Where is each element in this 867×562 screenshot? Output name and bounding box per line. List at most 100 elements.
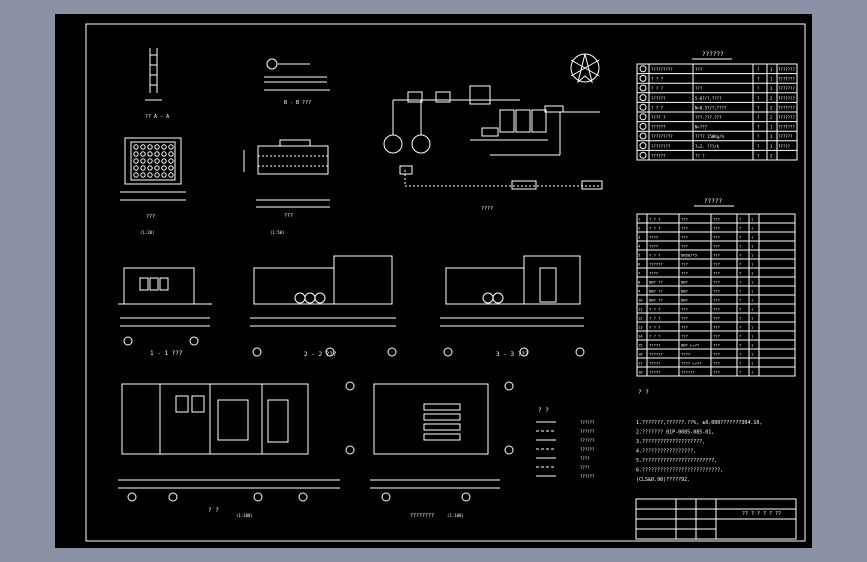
legend-symbol-icon bbox=[639, 132, 647, 140]
legend-table: ?????????????1???????? ? ??1???????? ? ?… bbox=[636, 63, 798, 161]
equip-cell: 10 bbox=[638, 298, 643, 303]
equip-cell: 1 bbox=[751, 298, 754, 303]
note-line: 5.????????????????????????, bbox=[636, 458, 717, 464]
drawing-sheet bbox=[55, 14, 812, 548]
legend-note: ??????? bbox=[778, 77, 795, 82]
hole-icon bbox=[147, 144, 153, 150]
equip-cell: 1 bbox=[751, 370, 754, 375]
equip-cell: ? bbox=[739, 352, 741, 357]
legend-note: ??????? bbox=[778, 105, 795, 110]
equip-cell: 1 bbox=[751, 280, 754, 285]
equip-cell: 2 bbox=[638, 226, 640, 231]
equip-cell: ?????? bbox=[681, 370, 695, 375]
legend-spec: ?? ? bbox=[695, 153, 705, 158]
legend-symbol-icon bbox=[639, 122, 647, 130]
note-line: 2.??????? 01P-0085-085-01, bbox=[636, 430, 714, 436]
note-line: 3.????????????????????, bbox=[636, 439, 705, 445]
equip-cell: ??? bbox=[713, 235, 720, 240]
legend-spec: ??? bbox=[695, 67, 703, 72]
equip-cell: ??? bbox=[713, 217, 720, 222]
equip-cell: ??? bbox=[713, 334, 720, 339]
section-22-drawing bbox=[250, 255, 397, 357]
legend-count: 1 bbox=[770, 125, 773, 130]
equip-cell: 13 bbox=[638, 325, 643, 330]
equip-cell: 9 bbox=[638, 289, 641, 294]
legend-spec: N=0.5?/?,???? bbox=[695, 105, 727, 110]
hole-icon bbox=[154, 158, 160, 164]
hole-icon bbox=[147, 158, 153, 164]
equip-cell: 1 bbox=[751, 226, 754, 231]
pipe-legend-label: ?????? bbox=[580, 429, 595, 434]
legend-name: ?????? bbox=[651, 125, 666, 130]
legend-count: 1 bbox=[770, 67, 773, 72]
hole-icon bbox=[168, 144, 174, 150]
pipe-legend-label: ?????? bbox=[580, 447, 595, 452]
equip-cell: ??? bbox=[681, 316, 688, 321]
plan-2-scale: (1:100) bbox=[447, 513, 464, 518]
legend-spec: 5-6?/?,???? bbox=[695, 96, 722, 101]
hole-icon bbox=[133, 158, 139, 164]
legend-symbol-icon bbox=[639, 74, 647, 82]
legend-name: ???? ? bbox=[651, 115, 666, 120]
legend-unit: ? bbox=[757, 96, 760, 101]
equip-cell: ? ? ? bbox=[649, 316, 660, 321]
equip-cell: 1 bbox=[638, 217, 641, 222]
plan-scale: (1:100) bbox=[236, 513, 253, 518]
equip-cell: 1 bbox=[751, 289, 754, 294]
legend-unit: ? bbox=[757, 153, 760, 158]
equip-cell: ??? bbox=[713, 307, 720, 312]
legend-title: ?????? bbox=[702, 51, 724, 58]
legend-unit: ? bbox=[757, 77, 760, 82]
equip-cell: 1 bbox=[751, 316, 754, 321]
hole-icon bbox=[161, 172, 167, 178]
legend-note: ??????? bbox=[778, 86, 795, 91]
process-title: ???? bbox=[481, 206, 493, 212]
equip-cell: ??? bbox=[681, 325, 688, 330]
equip-cell: 6 bbox=[638, 262, 641, 267]
hole-icon bbox=[133, 151, 139, 157]
legend-name: ???????? bbox=[651, 144, 671, 149]
hole-icon bbox=[147, 151, 153, 157]
equip-cell: ??? bbox=[713, 352, 720, 357]
equip-cell: ??? bbox=[713, 280, 720, 285]
hole-icon bbox=[154, 151, 160, 157]
equip-cell: ????? bbox=[649, 370, 660, 375]
plan-2-drawing bbox=[370, 381, 514, 502]
equip-cell: ??? bbox=[713, 325, 720, 330]
notes-title: ? ? bbox=[638, 389, 649, 396]
equip-cell: ? bbox=[739, 316, 741, 321]
hole-icon bbox=[161, 165, 167, 171]
equip-cell: 1 bbox=[751, 253, 754, 258]
equip-cell: ???? bbox=[649, 244, 658, 249]
scale-note-1: (1:20) bbox=[140, 230, 154, 235]
equip-cell: ????? bbox=[649, 343, 660, 348]
hole-icon bbox=[140, 165, 146, 171]
equip-cell: ??? bbox=[681, 334, 688, 339]
equip-cell: ? bbox=[739, 334, 741, 339]
equip-cell: ??? bbox=[713, 271, 720, 276]
equip-cell: 15 bbox=[638, 343, 643, 348]
legend-symbol-icon bbox=[639, 94, 647, 102]
legend-unit: ? bbox=[757, 125, 760, 130]
hole-icon bbox=[161, 151, 167, 157]
section-aa-title: ?? A - A bbox=[145, 114, 169, 120]
legend-symbol-icon bbox=[639, 142, 647, 150]
equip-cell: ???? bbox=[649, 271, 658, 276]
pipe-legend-label: ?????? bbox=[580, 420, 595, 425]
equip-cell: DN? ?? bbox=[649, 280, 663, 285]
equip-cell: 1 bbox=[751, 244, 754, 249]
hole-icon bbox=[140, 144, 146, 150]
equip-cell: 11 bbox=[638, 307, 643, 312]
hole-icon bbox=[154, 165, 160, 171]
section-bb-detail bbox=[264, 58, 330, 91]
equip-cell: ? ? ? bbox=[649, 307, 660, 312]
drawing-frame bbox=[85, 23, 806, 542]
legend-name: ????????? bbox=[651, 134, 673, 139]
hole-icon bbox=[161, 158, 167, 164]
equip-cell: ? ? ? bbox=[649, 325, 660, 330]
legend-symbol-icon bbox=[639, 65, 647, 73]
hole-icon bbox=[168, 158, 174, 164]
section-11-drawing bbox=[118, 267, 212, 346]
equip-cell: 14 bbox=[638, 334, 643, 339]
